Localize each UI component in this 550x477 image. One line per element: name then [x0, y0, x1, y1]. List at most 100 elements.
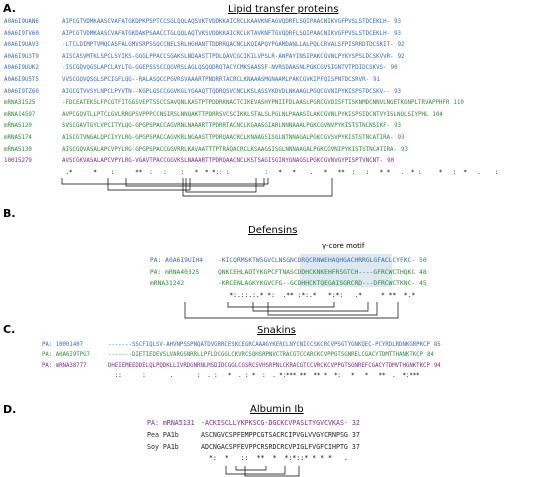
gamma-core-motif-highlight [300, 254, 392, 287]
alignment-lipid-transfer-proteins: A0A6I9UAN6 AIPCGTVDMKAASCVAFATGKDPKPSPTCC… [4, 17, 498, 179]
sequence-residues: -------SSCFIQLSV-AHVNPSSPNQATDVGRRCESKCE… [108, 342, 430, 348]
sequence-name: A0A6I9UAN6 [4, 19, 39, 25]
sequence-residues: -ACKISCLLYKPKSCG-DGCKCVPASLTYGVCVKAS- [201, 419, 348, 427]
sequence-residues: AISCASVMTKLSPCLSYIKS-GGGLPPACCSGAKSLNDAA… [62, 53, 394, 60]
consensus-row: .* * : ** : : : * * *:: : : * * . * ** :… [4, 168, 498, 180]
consensus-line: *: * :: ** * *:*::* * * * . [201, 454, 348, 463]
alignment-row: 10015279 AVSCGKVASALAPCVPYLRG-VGAVTPACCGG… [4, 156, 498, 168]
alignment-row: A0A6I9UUK2 -ISCGDVQGSLAPCLAYLTG-GGEPSSSCC… [4, 63, 498, 75]
sequence-length: 37 [351, 430, 360, 439]
sequence-length: 50 [419, 257, 427, 264]
sequence-residues: SVSCGAVTGYLVPCITYLQG-GPGPSPACCAGVRNLNAAA… [62, 123, 391, 130]
sequence-name: Pea PA1b [147, 430, 179, 439]
sequence-length: 93 [397, 134, 405, 141]
alignment-row: A0A6I9U5T5 VVSCGQVQSGLSPCIGFLQG--RALASQCC… [4, 75, 498, 87]
sequence-name: PA: mRNA40325 [150, 268, 200, 276]
sequence-name: PA: 10001407 [42, 342, 84, 348]
sequence-length: 90 [390, 65, 398, 72]
sequence-residues: -LTCLDIMPTVMQCASFALGMVSRPSSQCCNELSRLHGHA… [62, 42, 394, 49]
sequence-residues: AISCGTVNGALQPCIYYLRG-GPGPSPACCAGVKRLNGAA… [62, 134, 394, 141]
sequence-length: 45 [419, 280, 427, 287]
sequence-residues: AIGCGTVVSYLNPCLPYVTN--KGPLGSCCGGVKGLYGAA… [62, 88, 391, 95]
alignment-row: PA: A0A6I9TPG7 -------DIETIEDEVSLVARGSNRR… [42, 350, 441, 360]
panel-b-title: Defensins [248, 225, 298, 236]
sequence-name: mRNA5174 [4, 134, 32, 141]
alignment-defensins: PA: A0A6I9UIH4 -KICQRMSKTWSGVCLNSGNCDRQCR… [150, 255, 427, 301]
alignment-row: mRNA5130 AISCGQVASALAPCVPYLRG-GPGPSPACCGG… [4, 145, 498, 157]
alignment-row: mRNA5174 AISCGTVNGALQPCIYYLRG-GPGPSPACCAG… [4, 133, 498, 145]
sequence-residues: AISCGQVASALAPCVPYLRG-GPGPSPACCGGVRRLKAVA… [62, 146, 398, 153]
sequence-length: 85 [433, 342, 441, 348]
sequence-length: 92 [397, 53, 405, 60]
panel-b-letter: B. [3, 207, 16, 220]
alignment-row: mRNA14597 AVPCGQVTLLPTCLGVLRRGPSVPPPCCNSI… [4, 110, 498, 122]
sequence-name: A0A6I9TZ60 [4, 88, 39, 95]
alignment-row: PA: mRNA5131 -ACKISCLLYKPKSCG-DGCKCVPASLT… [147, 418, 360, 430]
panel-a-letter: A. [3, 2, 16, 15]
sequence-length: 93 [394, 88, 402, 95]
alignment-row: A0A6I9UAN6 AIPCGTVDMKAASCVAFATGKDPKPSPTCC… [4, 17, 498, 29]
panel-a-title: Lipid transfer proteins [228, 4, 339, 15]
panel-c-title: Snakins [257, 325, 296, 336]
sequence-residues: QNKCEHLADTYKGPCFTNASCDDHCKNKEHFRSGTCH---… [218, 268, 416, 276]
panel-d-title: Albumin Ib [250, 404, 304, 415]
sequence-residues: VVSCGQVQSGLSPCIGFLQG--RALASQCCPGVRSVAAAR… [62, 76, 370, 83]
sequence-name: mRNA31242 [150, 280, 185, 287]
alignment-row: A0A6I9U3T9 AISCASVMTKLSPCLSYIKS-GGGLPPACC… [4, 52, 498, 64]
alignment-row: Pea PA1b ASCNGVCSPFEMPPCGTSACRCIPVGLVVGYC… [147, 430, 360, 442]
consensus-line: :: : . : . : * . : * : . *:*** ** ** * *… [108, 373, 420, 380]
sequence-name: mRNA14597 [4, 111, 36, 118]
sequence-residues: AIPCGTVDMKAASCVAFATGKDAKPSAACCTGLQQLAQTV… [62, 30, 391, 37]
alignment-snakins: PA: 10001407 -------SSCFIQLSV-AHVNPSSPNQA… [42, 340, 441, 382]
sequence-name: PA: A0A6I9TPG7 [42, 352, 90, 359]
sequence-name: A0A6I9UUK2 [4, 65, 39, 72]
sequence-name: A0A6I9U3T9 [4, 53, 39, 60]
sequence-length: 110 [453, 100, 464, 107]
alignment-row: PA: 10001407 -------SSCFIQLSV-AHVNPSSPNQA… [42, 340, 441, 350]
sequence-residues: ASCNGVCSPFEMPPCGTSACRCIPVGLVVGYCRNPSG [201, 430, 348, 439]
sequence-residues: -ISCGDVQGSLAPCLAYLTG-GGEPSSSCCQGVRSLAGLQ… [62, 65, 387, 72]
gamma-core-motif-label: γ-core motif [322, 242, 365, 250]
panel-c-letter: C. [3, 323, 16, 336]
sequence-length: 91 [373, 76, 381, 83]
sequence-residues: DHEIEMEEDDELQLPQDKLLIVRDGNRNLMSDIDCGGLCG… [108, 362, 430, 369]
sequence-name: A0A6I9U5T5 [4, 76, 39, 83]
panel-d-letter: D. [3, 403, 17, 416]
sequence-length: 92 [397, 42, 405, 49]
alignment-row: PA: A0A6I9UIH4 -KICQRMSKTWSGVCLNSGNCDRQCR… [150, 255, 427, 267]
sequence-name: A0A6I9UAV3 [4, 42, 39, 49]
alignment-row: mRNA31242 -KRCENLAGKYKGVCFG--GCDHHCKTQEGA… [150, 278, 427, 290]
sequence-length: 93 [394, 123, 402, 130]
sequence-residues: -KICQRMSKTWSGVCLNSGNCDRQCRNWEHAQHGACHRRG… [218, 257, 416, 264]
sequence-name: 10015279 [4, 158, 32, 165]
sequence-name: Soy PA1b [147, 442, 179, 451]
alignment-row: A0A6I9UAV3 -LTCLDIMPTVMQCASFALGMVSRPSSQCC… [4, 40, 498, 52]
consensus-line: *:.::.:.* *: .** :*:.* *:*: .* * ** *.* [218, 291, 416, 299]
sequence-length: 93 [401, 146, 409, 153]
alignment-row: mRNA5120 SVSCGAVTGYLVPCITYLQG-GPGPSPACCAG… [4, 121, 498, 133]
sequence-length: 84 [427, 352, 434, 359]
sequence-residues: -FDCEATEKSLFPCGTFITGGSVEPTSSCCSAVQNLKAST… [62, 100, 450, 107]
sequence-name: mRNA5130 [4, 146, 32, 153]
alignment-row: PA: mRNA40325 QNKCEHLADTYKGPCFTNASCDDHCKN… [150, 267, 427, 279]
sequence-residues: -------DIETIEDEVSLVARGSNRRLLPFLDCGGLCKVR… [108, 352, 424, 359]
sequence-residues: -KRCENLAGKYKGVCFG--GCDHHCKTQEGAISGRCRD--… [218, 280, 416, 287]
sequence-residues: AVPCGQVTLLPTCLGVLRRGPSVPPPCCNSIRSLNNQAKT… [62, 111, 429, 118]
alignment-row: PA: mRNA38777 DHEIEMEEDDELQLPQDKLLIVRDGNR… [42, 361, 441, 371]
sequence-name: PA: mRNA38777 [42, 362, 87, 369]
sequence-length: 93 [394, 19, 402, 25]
consensus-row: *:.::.:.* *: .** :*:.* *:*: .* * ** *.* [150, 290, 427, 302]
alignment-row: A0A6I9TZ60 AIGCGTVVSYLNPCLPYVTN--KGPLGSCC… [4, 87, 498, 99]
sequence-name: mRNA5120 [4, 123, 32, 130]
sequence-length: 104 [432, 111, 443, 118]
sequence-name: PA: A0A6I9UIH4 [150, 257, 204, 264]
consensus-line: .* * : ** : : : * * *:: : : * * . * ** :… [62, 169, 499, 176]
sequence-length: 37 [351, 442, 360, 451]
sequence-residues: AIPCGTVDMKAASCVAFATGKDPKPSPTCCSGLQQLAQSV… [62, 19, 391, 25]
sequence-name: PA: mRNA5131 [147, 419, 195, 427]
sequence-residues: AVSCGKVASALAPCVPYLRG-VGAVTPACCGGVKSLNAAA… [62, 158, 384, 165]
